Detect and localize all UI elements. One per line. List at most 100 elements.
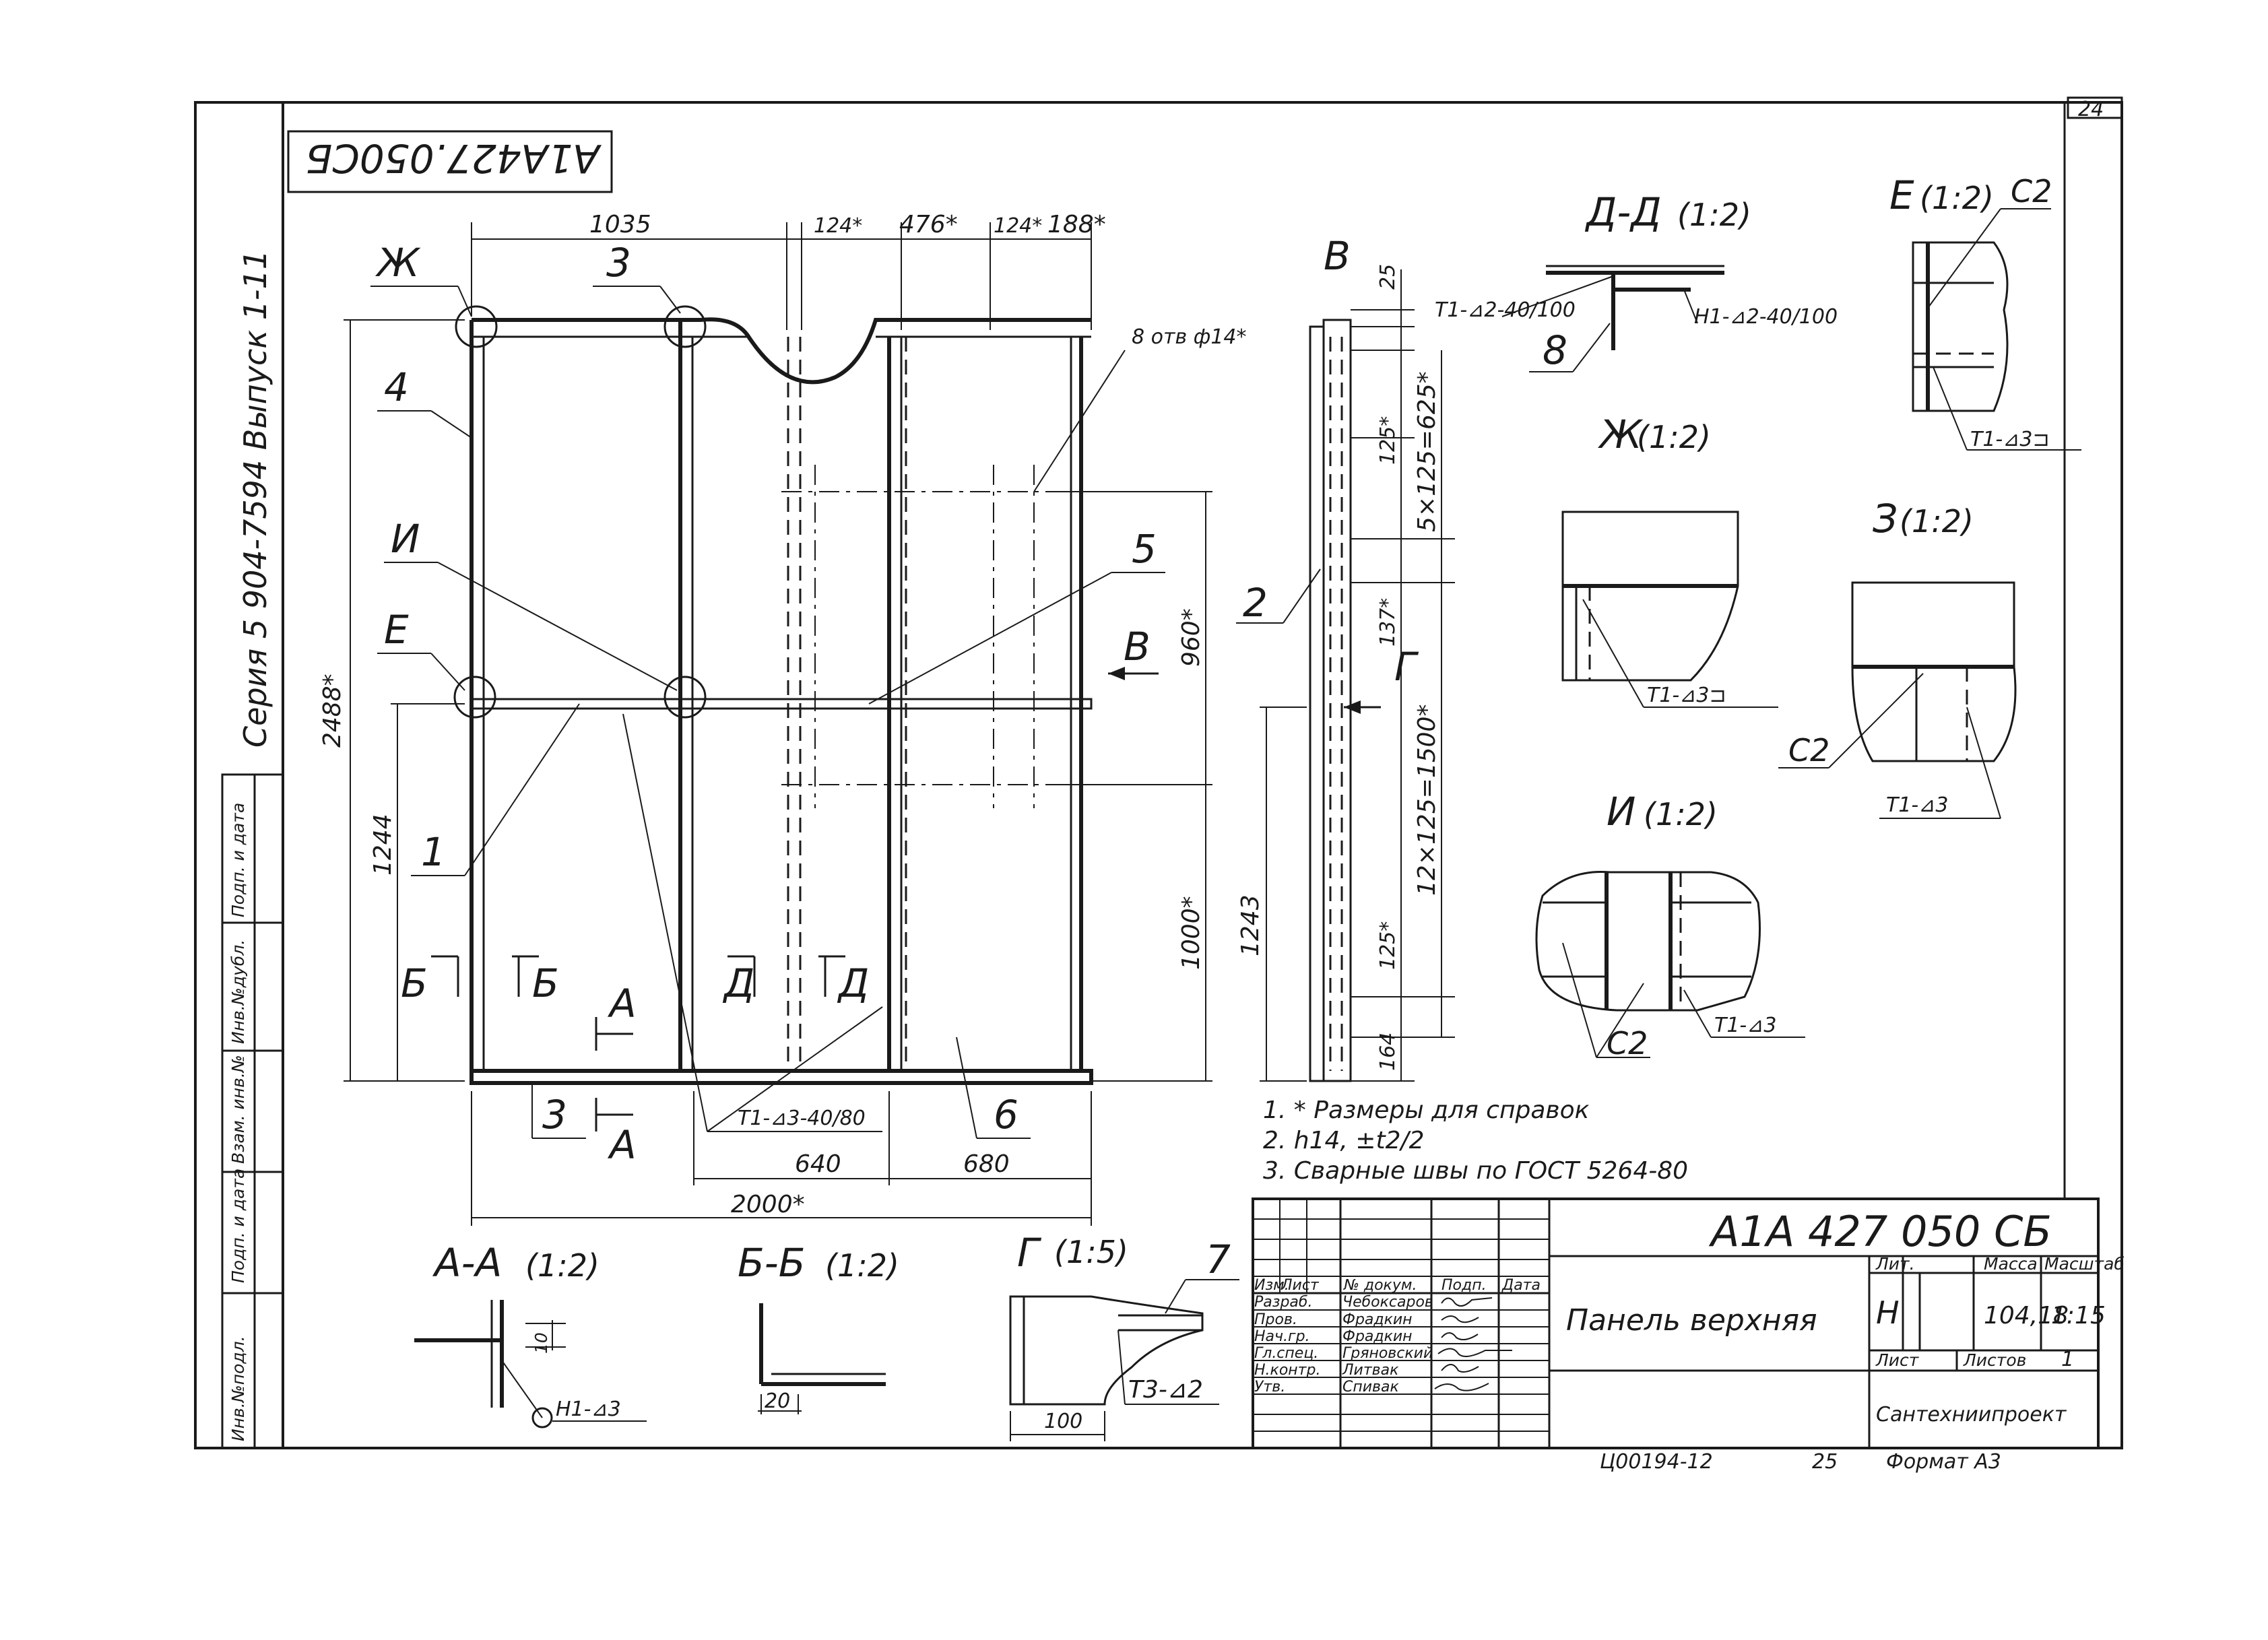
dim-2488: 2488* xyxy=(319,674,346,748)
dim-top-188: 188* xyxy=(1047,211,1106,238)
left-strip: Инв.№подл. Подп. и дата Взам. инв.№ Инв.… xyxy=(221,773,284,1449)
dim-top-1035: 1035 xyxy=(589,211,651,238)
callout-i: И xyxy=(391,516,420,562)
tb-role-0: Разраб. xyxy=(1254,1294,1312,1311)
section-a-top: А xyxy=(607,981,637,1026)
signature-2 xyxy=(1441,1332,1479,1341)
side-view-title: В xyxy=(1324,233,1351,279)
tb-org: Сантехниипроект xyxy=(1876,1403,2067,1426)
tb-header-list: Лист xyxy=(1281,1277,1320,1294)
tb-name-4: Литвак xyxy=(1342,1362,1399,1379)
dim-1000: 1000* xyxy=(1177,896,1205,970)
callout-z3: 3 xyxy=(606,240,631,286)
detail-dd-scale: (1:2) xyxy=(1677,197,1751,233)
signature-1 xyxy=(1441,1315,1479,1323)
callout-6: 6 xyxy=(994,1092,1018,1138)
rotated-code: A1A427.050СБ xyxy=(306,135,602,181)
tb-name-1: Фрадкин xyxy=(1342,1311,1413,1328)
section-g-scale: (1:5) xyxy=(1054,1234,1128,1270)
signature-4 xyxy=(1441,1364,1479,1373)
detail-z-title: З xyxy=(1873,496,1898,542)
dim-1244: 1244 xyxy=(369,814,397,876)
section-g-dim: 100 xyxy=(1044,1410,1082,1433)
tb-name-5: Спивак xyxy=(1342,1379,1399,1396)
strip-inv-podl: Инв.№подл. xyxy=(228,1336,248,1441)
section-bb: Б-Б (1:2) 20 xyxy=(738,1240,899,1414)
tb-role-5: Утв. xyxy=(1254,1379,1285,1396)
detail-i: И (1:2) С2 Т1-⊿3 xyxy=(1535,789,1805,1061)
tb-name-2: Фрадкин xyxy=(1342,1328,1413,1345)
detail-e-title: Е xyxy=(1889,172,1914,218)
section-aa-weld: Н1-⊿3 xyxy=(556,1398,621,1421)
main-callouts: Ж 3 4 И Е 5 1 3 6 В Б Б Д xyxy=(370,240,1165,1168)
side-dim-625: 5×125=625* xyxy=(1413,371,1441,532)
tb-header-data: Дата xyxy=(1501,1277,1541,1294)
detail-e-seam: С2 xyxy=(2011,173,2052,209)
detail-i-scale: (1:2) xyxy=(1644,796,1718,832)
strip-inv-dubl: Инв.№дубл. xyxy=(228,940,248,1044)
signature-0 xyxy=(1441,1297,1493,1307)
strip-vzam-inv: Взам. инв.№ xyxy=(228,1055,248,1164)
tb-num-25: 25 xyxy=(1812,1450,1838,1474)
dim-1243: 1243 xyxy=(1237,894,1264,956)
callout-zh: Ж xyxy=(375,240,421,286)
dim-2000: 2000* xyxy=(731,1191,805,1218)
side-dim-137: 137* xyxy=(1376,598,1400,647)
detail-dd: Д-Д (1:2) Т1-⊿2-40/100 Н1-⊿2-40/100 8 xyxy=(1435,189,1838,373)
signature-3 xyxy=(1437,1348,1512,1357)
section-g-weld: Т3-⊿2 xyxy=(1128,1376,1203,1404)
tb-header-podp: Подп. xyxy=(1441,1277,1487,1294)
side-section-g: Г xyxy=(1394,644,1419,690)
detail-z-weld: Т1-⊿3 xyxy=(1886,793,1948,817)
section-d-right: Д xyxy=(837,960,869,1006)
dim-top-124b: 124* xyxy=(994,214,1042,238)
tb-role-1: Пров. xyxy=(1254,1311,1297,1328)
section-bb-scale: (1:2) xyxy=(825,1247,899,1284)
callout-view-v: В xyxy=(1124,624,1151,669)
side-dim-125-top: 125* xyxy=(1376,416,1400,465)
sheet-number: 24 xyxy=(2078,98,2104,121)
tb-format: Формат А3 xyxy=(1886,1450,2001,1474)
detail-z: З (1:2) С2 Т1-⊿3 xyxy=(1778,496,2017,819)
tb-name-0: Чебоксаров xyxy=(1342,1294,1433,1311)
section-bb-dim: 20 xyxy=(765,1389,790,1413)
detail-e-scale: (1:2) xyxy=(1920,180,1994,216)
section-b-right: Б xyxy=(532,960,559,1006)
detail-zh-title: Ж xyxy=(1598,412,1644,457)
strip-podp-data-2: Подп. и дата xyxy=(228,803,248,917)
tb-lit-header: Лит. xyxy=(1875,1254,1915,1274)
dim-960: 960* xyxy=(1177,608,1205,667)
section-g-title: Г xyxy=(1017,1230,1042,1276)
dim-top-124a: 124* xyxy=(814,214,862,238)
note-2: 2. h14, ±t2/2 xyxy=(1263,1127,1425,1154)
section-aa-scale: (1:2) xyxy=(525,1247,600,1284)
detail-z-scale: (1:2) xyxy=(1900,503,1974,539)
detail-i-weld: Т1-⊿3 xyxy=(1714,1014,1776,1037)
tb-sheet-label: Лист xyxy=(1875,1350,1920,1370)
dim-640: 640 xyxy=(795,1150,841,1178)
section-a-bottom: А xyxy=(607,1122,637,1168)
callout-4: 4 xyxy=(384,364,409,410)
tb-name: Панель верхняя xyxy=(1566,1303,1817,1338)
detail-dd-weld-right: Н1-⊿2-40/100 xyxy=(1694,305,1838,329)
callout-3-bottom: 3 xyxy=(542,1092,567,1138)
detail-zh-weld: Т1-⊿3⊐ xyxy=(1647,684,1726,707)
section-bb-title: Б-Б xyxy=(738,1240,806,1286)
strip-podp-data-1: Подп. и дата xyxy=(228,1169,248,1283)
tb-sheets-label: Листов xyxy=(1963,1350,2026,1370)
callout-5: 5 xyxy=(1132,526,1157,572)
detail-dd-part: 8 xyxy=(1543,327,1567,373)
tb-role-2: Нач.гр. xyxy=(1254,1328,1310,1345)
detail-zh-scale: (1:2) xyxy=(1637,419,1711,455)
tb-header-izm: Изм. xyxy=(1254,1277,1289,1294)
tb-sheets: 1 xyxy=(2061,1348,2074,1371)
dim-top-476: 476* xyxy=(899,211,958,238)
tb-mass: 104,18 xyxy=(1984,1302,2069,1330)
note-1: 1. * Размеры для справок xyxy=(1263,1096,1590,1124)
main-panel-view xyxy=(453,305,1093,1085)
side-callout-2: 2 xyxy=(1243,580,1268,626)
series-label: Серия 5 904-7594 Выпуск 1-11 xyxy=(237,250,273,748)
tb-lit: Н xyxy=(1876,1294,1900,1331)
tb-mass-header: Масса xyxy=(1984,1254,2038,1274)
section-b-left: Б xyxy=(401,960,428,1006)
